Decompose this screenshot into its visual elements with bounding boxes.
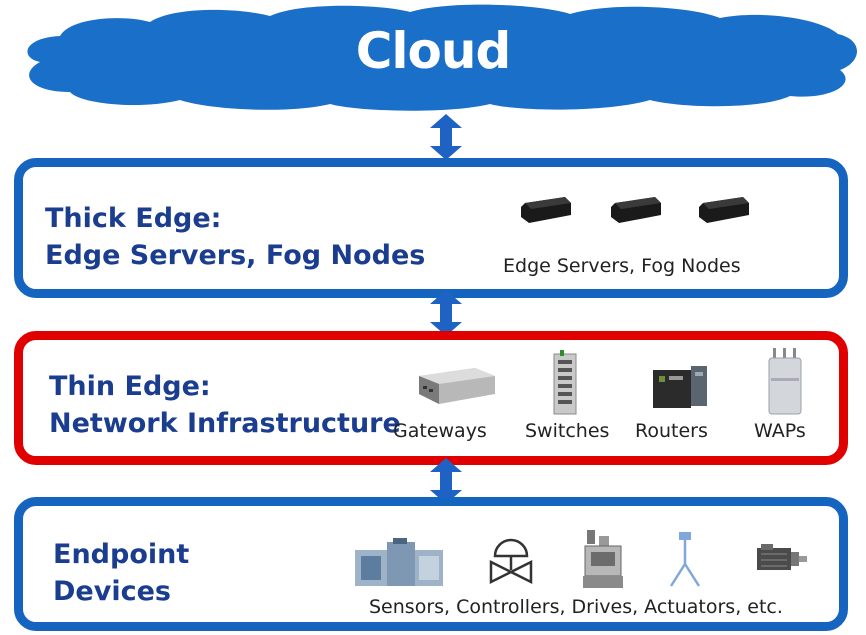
edge-server-icon (521, 197, 571, 223)
endpoint-title-line2: Devices (53, 576, 171, 607)
router-icon (653, 366, 707, 408)
thick-edge-title-line2: Edge Servers, Fog Nodes (45, 240, 426, 271)
cloud-title: Cloud (355, 22, 512, 80)
endpoint-caption: Sensors, Controllers, Drives, Actuators,… (369, 596, 783, 618)
thin-edge-tier: Thin Edge: Network Infrastructure Gatewa (14, 331, 848, 465)
wap-icon (768, 348, 802, 415)
drive-icon (583, 530, 623, 588)
gateways-label: Gateways (393, 420, 487, 442)
cloud-banner: Cloud (0, 0, 866, 112)
thin-edge-title-line2: Network Infrastructure (49, 408, 401, 439)
thin-edge-title: Thin Edge: Network Infrastructure (49, 368, 401, 442)
double-arrow-icon (430, 114, 462, 160)
double-arrow-icon (430, 290, 462, 336)
thin-edge-title-line1: Thin Edge: (49, 371, 211, 402)
thick-edge-title: Thick Edge: Edge Servers, Fog Nodes (45, 200, 425, 274)
thick-edge-caption: Edge Servers, Fog Nodes (503, 255, 741, 277)
endpoint-title: Endpoint Devices (53, 536, 189, 610)
actuator-icon (669, 532, 701, 587)
thick-edge-tier: Thick Edge: Edge Servers, Fog Nodes Edge… (14, 158, 848, 298)
industrial-machine-icon (355, 538, 443, 586)
edge-server-icon (611, 197, 661, 223)
motor-icon (757, 544, 807, 570)
switches-label: Switches (525, 420, 610, 442)
endpoint-tier: Endpoint Devices Sens (14, 497, 848, 631)
thick-edge-title-line1: Thick Edge: (45, 203, 222, 234)
cloud-shape (27, 4, 857, 111)
double-arrow-icon (430, 458, 462, 504)
fog-node-icon (699, 197, 749, 223)
endpoint-title-line1: Endpoint (53, 539, 190, 570)
gateway-icon (419, 368, 495, 404)
valve-icon (489, 538, 533, 585)
switch-icon (553, 350, 577, 415)
waps-label: WAPs (754, 420, 806, 442)
routers-label: Routers (635, 420, 708, 442)
